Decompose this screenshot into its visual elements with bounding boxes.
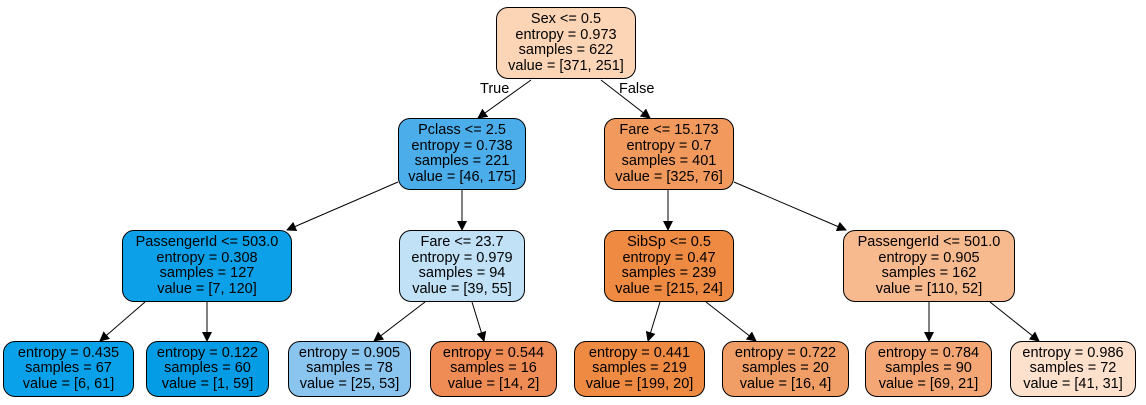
node-text-line: value = [325, 76] [615,168,723,185]
node-text-line: PassengerId <= 503.0 [135,234,279,250]
node-text-line: Fare <= 23.7 [420,234,504,250]
node-text-line: SibSp <= 0.5 [627,234,711,250]
edge-label-false: False [619,81,655,97]
node-text-line: entropy = 0.47 [622,249,716,266]
node-text-line: samples = 78 [306,360,393,377]
node-text-line: samples = 219 [592,360,687,377]
node-text-line: value = [110, 52] [875,280,983,297]
node-text-line: samples = 16 [450,360,537,377]
node-text-line: entropy = 0.986 [1022,344,1124,361]
node-text-line: Sex <= 0.5 [530,11,602,27]
node-text-line: value = [41, 31] [1023,375,1123,392]
node-text-line: value = [46, 175] [408,168,516,185]
node-text-line: value = [25, 53] [299,375,400,392]
node-text-line: samples = 622 [518,42,614,58]
tree-edge-11 [645,301,661,342]
node-text-line: entropy = 0.308 [156,249,258,266]
node-text-line: value = [16, 4] [739,375,832,392]
node-text-line: entropy = 0.905 [298,344,401,361]
node-text-line: value = [199, 20] [585,375,694,392]
node-text-line: value = [215, 24] [615,280,723,297]
tree-edge-7 [99,301,146,342]
node-text-line: entropy = 0.973 [515,26,617,43]
tree-edge-12 [705,301,757,342]
node-text-line: entropy = 0.441 [588,344,691,361]
edge-label-true: True [480,81,510,97]
node-text-line: samples = 60 [164,360,251,377]
node-text-line: entropy = 0.435 [17,344,120,361]
node-text-line: Pclass <= 2.5 [418,122,506,138]
node-text-line: value = [6, 61] [22,375,115,392]
tree-edge-6 [733,181,847,232]
node-text-line: samples = 127 [159,265,255,281]
node-text-line: entropy = 0.7 [626,137,712,154]
node-text-line: value = [371, 251] [508,57,624,74]
node-text-line: value = [39, 55] [412,280,512,297]
node-text-line: samples = 67 [25,360,112,377]
node-text-line: samples = 401 [621,153,717,169]
node-text-line: value = [14, 2] [447,375,540,392]
node-text-line: samples = 72 [1029,360,1117,377]
node-text-line: entropy = 0.784 [877,344,980,361]
node-text-line: Fare <= 15.173 [619,122,719,138]
node-text-line: entropy = 0.122 [156,344,259,361]
node-text-line: samples = 90 [885,360,972,377]
tree-edge-3 [286,181,399,232]
node-text-line: value = [1, 59] [161,375,254,392]
tree-edge-1 [477,79,532,119]
node-text-line: entropy = 0.738 [411,137,513,154]
node-text-line: value = [69, 21] [878,375,979,392]
node-text-line: entropy = 0.979 [411,249,513,266]
node-text-line: samples = 239 [621,265,717,281]
tree-edge-9 [373,301,426,342]
tree-edge-2 [600,79,651,119]
node-text-line: PassengerId <= 501.0 [857,234,1001,250]
node-text-line: samples = 20 [742,360,829,377]
tree-edge-14 [989,301,1040,342]
node-text-line: entropy = 0.722 [734,344,837,361]
node-text-line: entropy = 0.544 [442,344,545,361]
node-text-line: samples = 94 [418,265,506,281]
node-text-line: samples = 162 [881,265,977,281]
node-text-line: value = [7, 120] [157,280,257,297]
node-text-line: entropy = 0.905 [878,249,980,266]
tree-edge-10 [471,301,487,342]
node-text-line: samples = 221 [414,153,510,169]
